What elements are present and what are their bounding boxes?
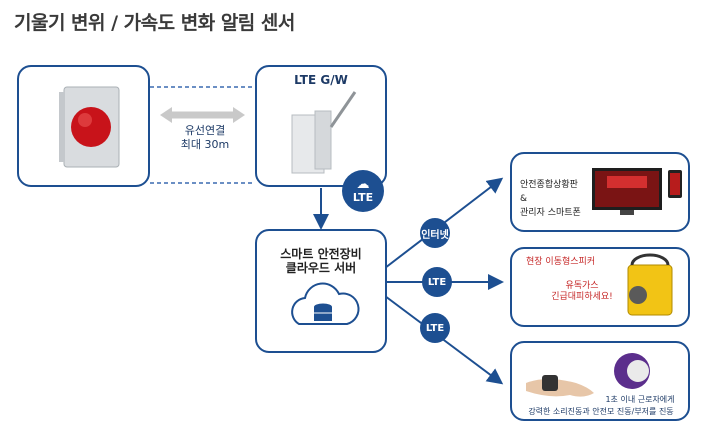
- page-title: 기울기 변위 / 가속도 변화 알림 센서: [14, 12, 295, 34]
- gateway-box: LTE G/W: [255, 65, 387, 187]
- gateway-device-icon: [291, 91, 357, 174]
- speaker-alert-line1: 유독가스: [565, 281, 599, 291]
- dashboard-line1: 안전종합상황판 &: [520, 180, 578, 204]
- wearable-box: 1초 이내 근로자에게 강력한 소리진동과 안전모 진동/부저를 진동: [510, 341, 690, 421]
- wearable-caption-1: 1초 이내 근로자에게: [605, 395, 675, 404]
- link-internet-badge: 인터넷: [420, 218, 450, 248]
- cloud-icon: ☁: [356, 176, 370, 192]
- cloud-server-box: 스마트 안전장비 클라우드 서버: [255, 229, 387, 353]
- dashboard-box: 안전종합상황판 & 관리자 스마트폰: [510, 152, 690, 232]
- cloud-server-line1: 스마트 안전장비: [280, 247, 362, 261]
- speaker-alert-line2: 긴급대피하세요!: [551, 292, 613, 302]
- speaker-device-icon: [627, 253, 673, 316]
- sensor-box: [17, 65, 150, 187]
- link-lte-badge-2: LTE: [420, 313, 450, 343]
- cloud-server-line2: 클라우드 서버: [285, 261, 357, 275]
- dashboard-monitor-icon: [592, 168, 682, 215]
- lte-badge-text: LTE: [352, 190, 374, 204]
- gateway-label: LTE G/W: [294, 73, 348, 87]
- speaker-box: 현장 이동형스피커 유독가스 긴급대피하세요!: [510, 247, 690, 327]
- link-lte-badge-1: LTE: [422, 267, 452, 297]
- wired-label-line1: 유선연결: [184, 124, 226, 137]
- cloud-database-icon: [291, 282, 360, 325]
- wired-dashed-line: [150, 86, 255, 184]
- wearable-icons: [526, 353, 650, 397]
- dashboard-line2: 관리자 스마트폰: [520, 208, 581, 218]
- wired-label-line2: 최대 30m: [180, 138, 230, 151]
- wearable-caption-2: 강력한 소리진동과 안전모 진동/부저를 진동: [528, 407, 674, 416]
- sensor-device-icon: [59, 86, 120, 168]
- lte-badge: ☁ LTE: [342, 170, 384, 212]
- speaker-top-label: 현장 이동형스피커: [526, 257, 596, 267]
